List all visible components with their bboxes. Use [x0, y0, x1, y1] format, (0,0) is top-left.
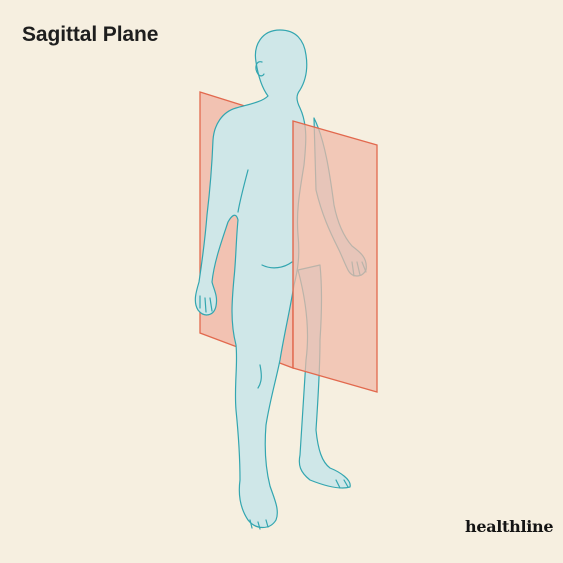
body-detail-toes-far — [335, 479, 349, 489]
diagram-title: Sagittal Plane — [22, 23, 159, 46]
body-detail-hip — [261, 261, 293, 269]
body-detail-shoulder — [237, 169, 249, 213]
body-ear — [255, 61, 265, 77]
sagittal-plane-front — [292, 120, 378, 393]
body-detail-knee — [257, 364, 262, 389]
body-hand-near-fingers — [199, 295, 213, 313]
healthline-logo: healthline — [465, 517, 554, 536]
body-detail-toes-near — [249, 519, 269, 530]
